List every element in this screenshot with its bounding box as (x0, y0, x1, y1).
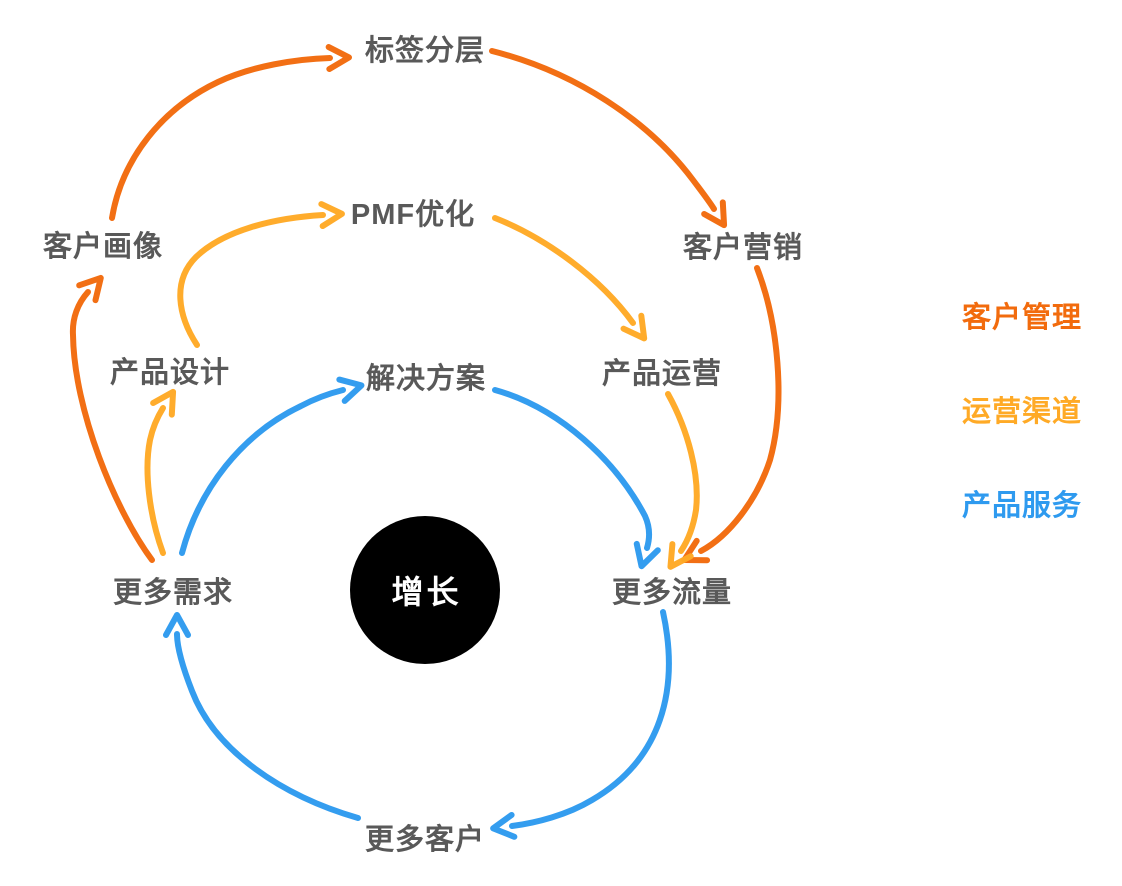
growth-center-circle: 增长 (350, 516, 500, 664)
edge-solution-to-more-traffic (492, 387, 661, 570)
edge-tag-layering-to-customer-marketing (489, 48, 728, 229)
edge-more-demand-to-customer-profile (69, 274, 155, 563)
node-customer-marketing: 客户营销 (682, 232, 804, 264)
edge-more-demand-to-product-design (144, 388, 177, 556)
node-product-design: 产品设计 (109, 357, 231, 389)
edge-more-traffic-to-more-customers (490, 609, 672, 840)
edge-product-design-to-pmf-optimization (177, 201, 345, 348)
edge-more-customers-to-more-demand (163, 612, 361, 821)
legend-item-product-service: 产品服务 (961, 490, 1083, 522)
node-product-operation: 产品运营 (601, 358, 723, 390)
legend-item-customer-management: 客户管理 (961, 302, 1083, 334)
node-more-customers: 更多客户 (364, 824, 486, 856)
node-solution: 解决方案 (365, 363, 487, 395)
node-more-demand: 更多需求 (112, 577, 234, 609)
node-more-traffic: 更多流量 (611, 577, 733, 609)
legend: 客户管理 运营渠道 产品服务 (962, 294, 1082, 524)
growth-label: 增长 (391, 574, 462, 610)
node-customer-profile: 客户画像 (42, 231, 164, 263)
edge-customer-marketing-to-more-traffic (681, 265, 782, 564)
node-tag-layering: 标签分层 (364, 35, 486, 67)
node-pmf-optimization: PMF优化 (350, 199, 476, 231)
legend-item-operation-channel: 运营渠道 (961, 396, 1083, 428)
edge-more-demand-to-solution (179, 376, 365, 556)
edge-product-operation-to-more-traffic (665, 391, 700, 570)
edge-customer-profile-to-tag-layering (109, 44, 352, 221)
edge-pmf-optimization-to-product-operation (492, 215, 648, 342)
